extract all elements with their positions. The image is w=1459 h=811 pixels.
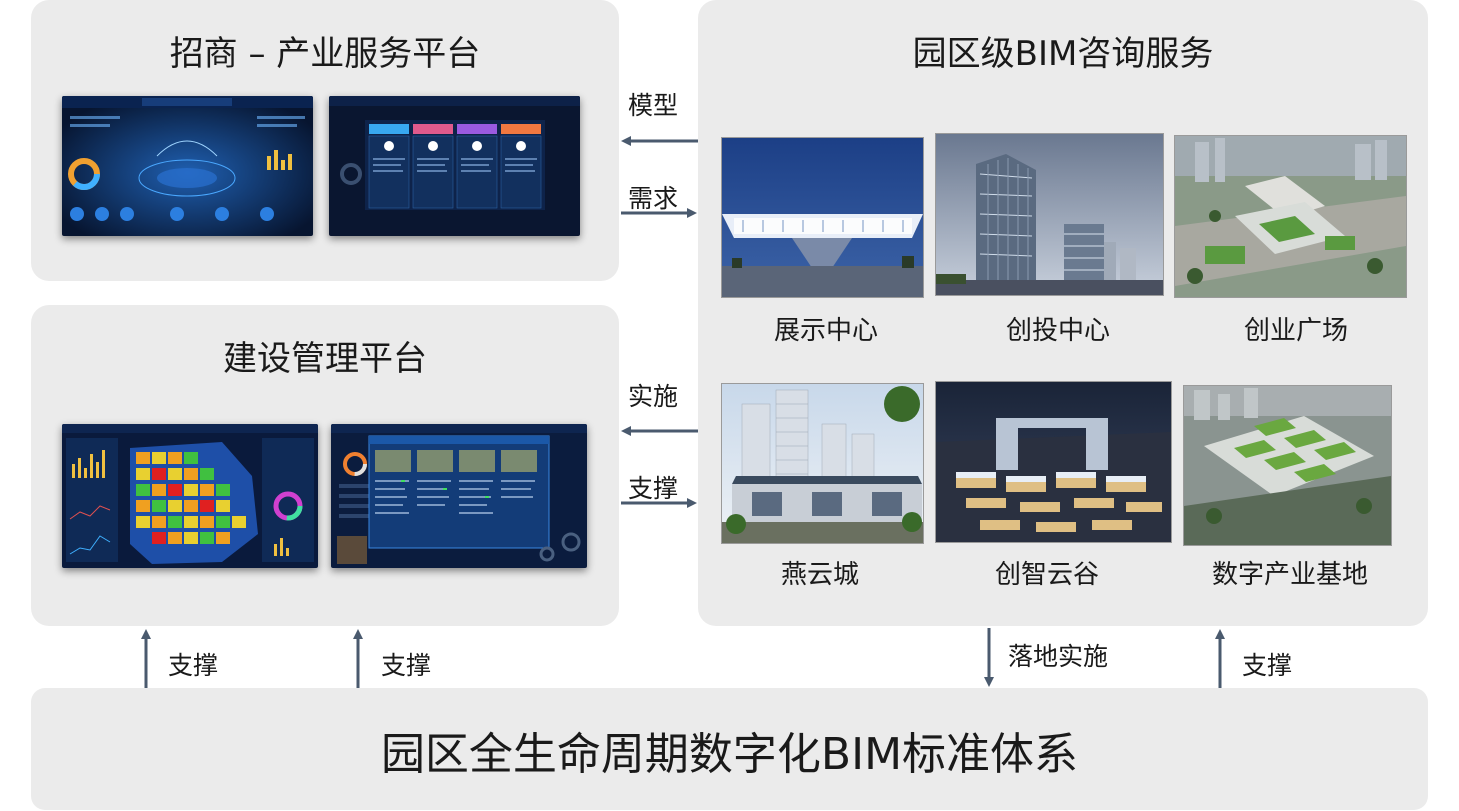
construction-dashboard-screenshot-1 <box>62 424 318 568</box>
arrow-label-demand: 需求 <box>628 184 679 213</box>
construction-dashboard-screenshot-2 <box>331 424 587 568</box>
arrow-label-support-left2: 支撑 <box>381 651 432 680</box>
construction-platform-title: 建设管理平台 <box>223 339 427 379</box>
bim-standard-system-panel: 园区全生命周期数字化BIM标准体系 <box>31 688 1428 810</box>
project-photo-venture-center <box>935 133 1164 296</box>
arrow-label-model: 模型 <box>628 91 679 120</box>
project-caption-yanyun-city: 燕云城 <box>780 560 859 590</box>
project-photo-startup-plaza <box>1174 135 1407 298</box>
project-caption-digital-industry-base: 数字产业基地 <box>1211 560 1368 590</box>
investment-dashboard-screenshot-2 <box>329 96 580 236</box>
investment-platform-title: 招商 – 产业服务平台 <box>169 34 481 74</box>
project-photo-digital-industry-base <box>1183 385 1392 546</box>
project-photo-innovation-valley <box>935 381 1172 543</box>
project-caption-innovation-valley: 创智云谷 <box>994 560 1099 590</box>
project-photo-exhibition-center <box>721 137 924 298</box>
bim-consulting-title: 园区级BIM咨询服务 <box>912 34 1214 74</box>
project-photo-yanyun-city <box>721 383 924 544</box>
investment-dashboard-screenshot-1 <box>62 96 313 236</box>
arrow-label-landing: 落地实施 <box>1008 642 1109 671</box>
arrow-label-support-left1: 支撑 <box>168 651 219 680</box>
project-caption-exhibition-center: 展示中心 <box>773 316 878 346</box>
project-caption-startup-plaza: 创业广场 <box>1243 316 1348 346</box>
arrow-label-support-mid: 支撑 <box>628 474 679 503</box>
arrow-label-implement: 实施 <box>628 382 679 411</box>
bim-standard-system-title: 园区全生命周期数字化BIM标准体系 <box>380 729 1079 780</box>
arrow-label-support-right: 支撑 <box>1242 651 1293 680</box>
project-caption-venture-center: 创投中心 <box>1005 316 1110 346</box>
